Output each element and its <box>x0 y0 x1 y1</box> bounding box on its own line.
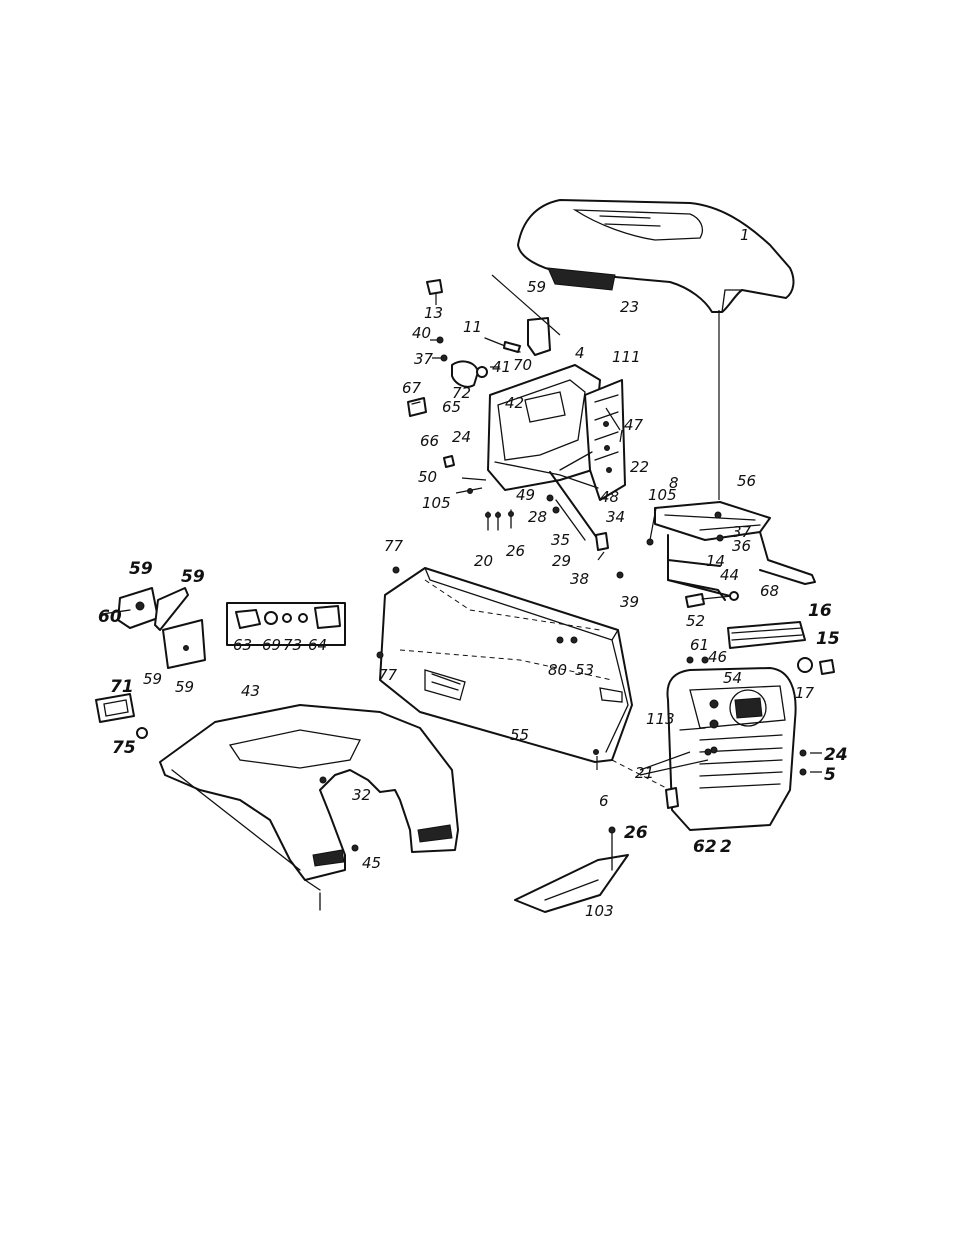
bracket-59 <box>492 275 560 355</box>
callout-36: 36 <box>732 537 751 555</box>
callout-20: 20 <box>474 552 493 570</box>
callout-71: 71 <box>110 677 134 697</box>
callout-113: 113 <box>646 710 675 728</box>
callout-47: 47 <box>624 416 644 434</box>
callout-1: 1 <box>740 226 750 244</box>
switch-13 <box>427 280 442 305</box>
callout-40: 40 <box>412 324 431 342</box>
steering-support <box>647 310 815 600</box>
grille-housing <box>666 668 796 830</box>
plate-103 <box>515 827 628 912</box>
callout-61: 61 <box>690 636 709 654</box>
part-66 <box>444 456 454 467</box>
callout-77-mid: 77 <box>378 666 398 684</box>
callout-50: 50 <box>418 468 437 486</box>
callout-38: 38 <box>570 570 589 588</box>
callout-43: 43 <box>241 682 260 700</box>
headlight-16-15 <box>798 658 834 674</box>
callout-69: 69 <box>262 636 281 654</box>
fender-deck <box>160 705 458 910</box>
callout-59-top: 59 <box>527 278 546 296</box>
callout-32: 32 <box>352 786 371 804</box>
callout-60: 60 <box>98 607 122 627</box>
callout-34: 34 <box>606 508 625 526</box>
callout-105-left: 105 <box>422 494 451 512</box>
callout-16: 16 <box>808 601 832 621</box>
callout-59-kit-d: 59 <box>175 678 194 696</box>
callout-4: 4 <box>575 344 585 362</box>
grille-insert <box>728 622 805 648</box>
callout-23: 23 <box>620 298 639 316</box>
callout-41: 41 <box>492 358 511 376</box>
callout-68: 68 <box>760 582 779 600</box>
callout-56: 56 <box>737 472 756 490</box>
callout-67: 67 <box>402 379 422 397</box>
callout-59-kit-c: 59 <box>143 670 162 688</box>
knob-assembly <box>430 337 500 387</box>
left-brackets <box>102 588 205 668</box>
callout-24-right: 24 <box>824 745 848 765</box>
callout-62: 62 <box>693 837 717 857</box>
callout-55: 55 <box>510 726 529 744</box>
ignition-key <box>485 338 520 352</box>
pivot-44-52 <box>686 592 738 607</box>
callout-42: 42 <box>505 394 524 412</box>
callout-49: 49 <box>516 486 535 504</box>
callout-24-left: 24 <box>452 428 471 446</box>
callout-6: 6 <box>599 792 609 810</box>
callout-37-left: 37 <box>414 350 434 368</box>
callout-105-right: 105 <box>648 486 677 504</box>
callout-39: 39 <box>620 593 639 611</box>
callout-59-kit-a: 59 <box>129 559 153 579</box>
callout-48: 48 <box>600 488 619 506</box>
callout-70: 70 <box>513 356 532 374</box>
callout-35: 35 <box>551 531 570 549</box>
callout-75: 75 <box>112 738 136 758</box>
callout-44: 44 <box>720 566 739 584</box>
callout-66: 66 <box>420 432 439 450</box>
battery-71 <box>96 694 147 738</box>
callout-80: 80 <box>548 661 567 679</box>
hood-top <box>518 200 793 312</box>
callout-111: 111 <box>612 348 641 366</box>
callout-54: 54 <box>723 669 742 687</box>
callout-59-kit-b: 59 <box>181 567 205 587</box>
callout-22: 22 <box>630 458 649 476</box>
callout-73: 73 <box>283 636 302 654</box>
callout-17: 17 <box>795 684 815 702</box>
callout-26-left: 26 <box>506 542 525 560</box>
callout-52: 52 <box>686 612 705 630</box>
callout-21: 21 <box>635 764 654 782</box>
callout-46: 46 <box>708 648 727 666</box>
callout-29: 29 <box>552 552 571 570</box>
callout-11: 11 <box>463 318 482 336</box>
callout-53: 53 <box>575 661 594 679</box>
callout-64: 64 <box>308 636 327 654</box>
callout-2: 2 <box>720 837 732 857</box>
callout-13: 13 <box>424 304 443 322</box>
callout-28: 28 <box>528 508 547 526</box>
callout-45: 45 <box>362 854 381 872</box>
callout-5: 5 <box>824 765 836 785</box>
callout-63: 63 <box>233 636 252 654</box>
callout-15: 15 <box>816 629 840 649</box>
callout-77-top: 77 <box>384 537 404 555</box>
part-67 <box>408 398 426 416</box>
callout-65: 65 <box>442 398 461 416</box>
callout-26-right: 26 <box>624 823 648 843</box>
callout-103: 103 <box>585 902 614 920</box>
